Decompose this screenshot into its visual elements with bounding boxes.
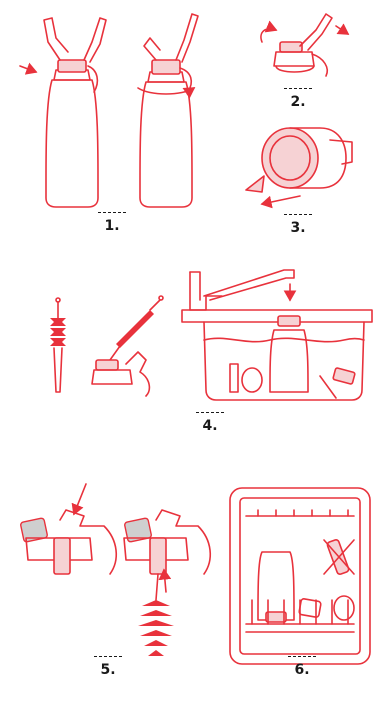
bottle-in-sink [270,316,308,392]
siphon-head-left [20,484,116,574]
step-label-2: 2. [278,94,318,110]
step-label-1: 1. [92,218,132,234]
step2-divider [284,88,312,89]
step5-illustration [20,484,210,656]
step-label-3: 3. [278,220,318,236]
crossed-out-part [324,539,354,575]
bottle-in-dishwasher [258,552,294,622]
cleaning-brush-small [50,298,66,392]
cleaning-brush-large [110,296,163,360]
step-label-6: 6. [282,662,322,678]
step3-illustration [246,128,352,204]
siphon-bottle-left [44,18,106,207]
step2-illustration [261,14,348,76]
siphon-head-part [92,352,149,396]
arrow-icon [20,66,36,72]
step6-divider [288,656,316,657]
step-label-4: 4. [190,418,230,434]
step4-illustration [50,270,372,400]
step1-divider [98,212,126,213]
cleaning-brush-inserted [138,570,174,656]
step5-divider [94,656,122,657]
siphon-head-right [124,510,210,574]
siphon-bottle-right [138,14,198,207]
step1-illustration [20,14,198,207]
step3-divider [284,214,312,215]
step6-illustration [230,488,370,664]
step4-divider [196,412,224,413]
step-label-5: 5. [88,662,128,678]
